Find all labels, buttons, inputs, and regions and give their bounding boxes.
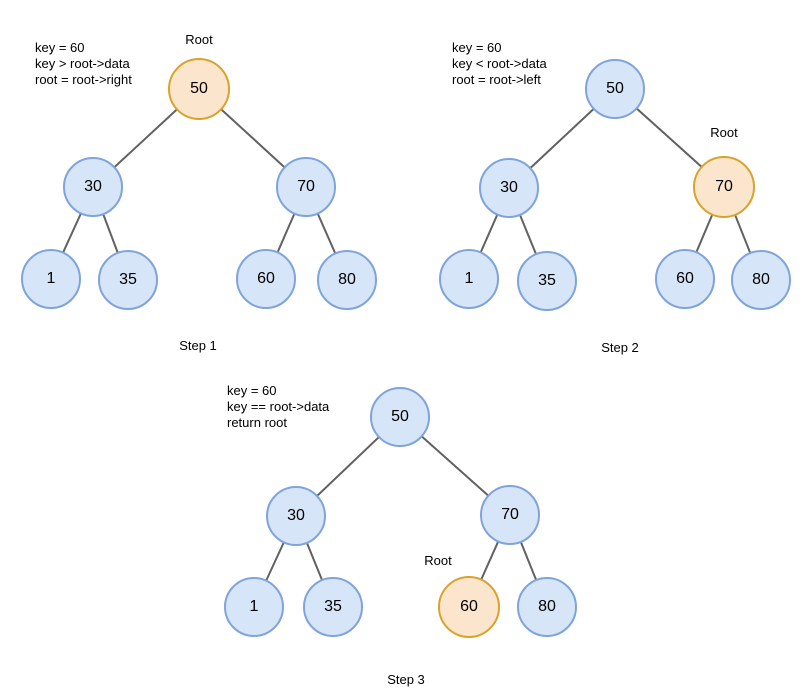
tree-node-80: 80 bbox=[517, 577, 577, 637]
step-3-caption: Step 3 bbox=[387, 672, 425, 687]
tree-node-50: 50 bbox=[370, 387, 430, 447]
annotation-line: root = root->right bbox=[35, 72, 132, 87]
tree-node-80: 80 bbox=[317, 250, 377, 310]
annotation-line: key < root->data bbox=[452, 56, 547, 71]
annotation-line: key = 60 bbox=[452, 40, 502, 55]
annotation-line: root = root->left bbox=[452, 72, 541, 87]
tree-node-80: 80 bbox=[731, 250, 791, 310]
annotation-line: key == root->data bbox=[227, 399, 330, 414]
annotation-line: return root bbox=[227, 415, 287, 430]
tree-node-70: 70 bbox=[480, 485, 540, 545]
step-2-caption: Step 2 bbox=[601, 340, 639, 355]
step-2-annotation: key = 60 key < root->data root = root->l… bbox=[452, 40, 547, 88]
tree-node-35: 35 bbox=[303, 577, 363, 637]
tree-node-60: 60 bbox=[655, 249, 715, 309]
tree-node-60: 60 bbox=[438, 576, 500, 638]
tree-node-35: 35 bbox=[98, 250, 158, 310]
tree-node-1: 1 bbox=[21, 249, 81, 309]
tree-node-50: 50 bbox=[585, 59, 645, 119]
root-pointer-label: Root bbox=[185, 32, 213, 47]
tree-node-1: 1 bbox=[224, 577, 284, 637]
tree-node-70: 70 bbox=[276, 157, 336, 217]
annotation-line: key = 60 bbox=[227, 383, 277, 398]
tree-node-1: 1 bbox=[439, 249, 499, 309]
step-3-annotation: key = 60 key == root->data return root bbox=[227, 383, 329, 431]
step-1-annotation: key = 60 key > root->data root = root->r… bbox=[35, 40, 132, 88]
root-pointer-label: Root bbox=[424, 553, 452, 568]
tree-node-35: 35 bbox=[517, 251, 577, 311]
tree-node-60: 60 bbox=[236, 249, 296, 309]
step-1-caption: Step 1 bbox=[179, 338, 217, 353]
root-pointer-label: Root bbox=[710, 125, 738, 140]
annotation-line: key > root->data bbox=[35, 56, 130, 71]
tree-node-30: 30 bbox=[479, 158, 539, 218]
tree-node-30: 30 bbox=[266, 486, 326, 546]
tree-node-70: 70 bbox=[693, 156, 755, 218]
tree-node-50: 50 bbox=[168, 58, 230, 120]
tree-node-30: 30 bbox=[63, 157, 123, 217]
annotation-line: key = 60 bbox=[35, 40, 85, 55]
